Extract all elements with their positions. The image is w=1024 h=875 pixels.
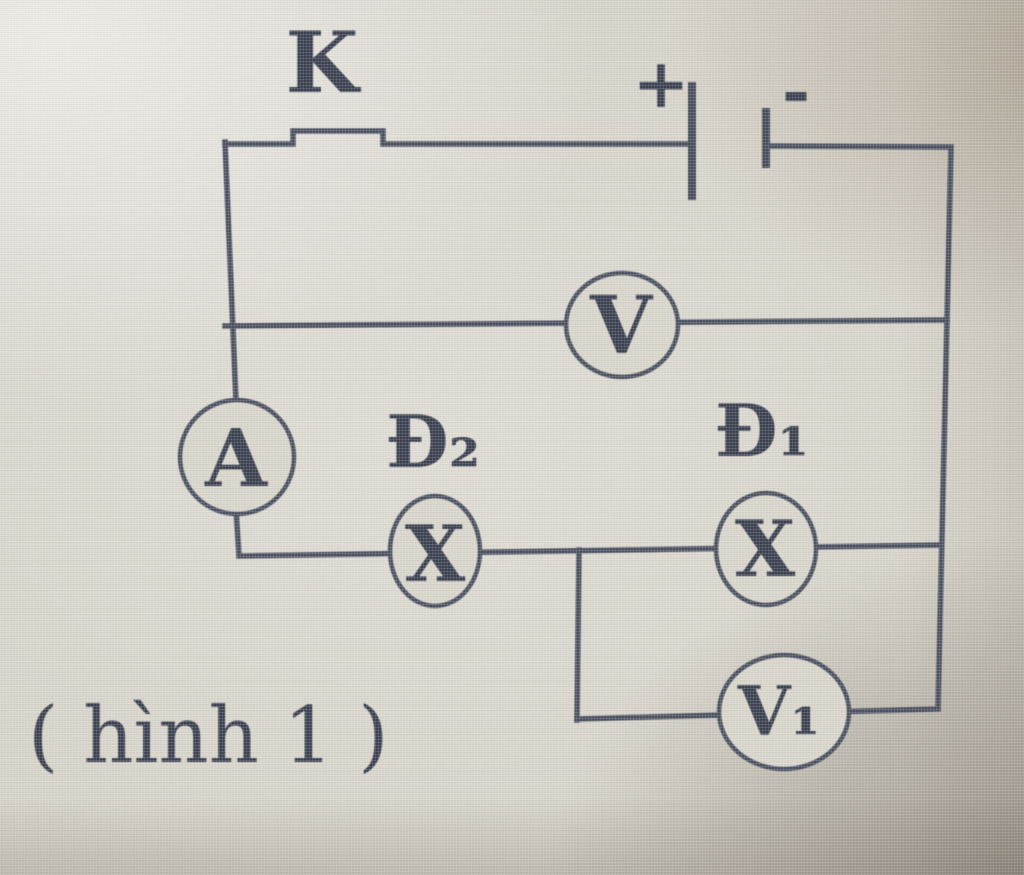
- lamp2-body: [387, 493, 483, 609]
- wire-left-vertical: [222, 139, 239, 404]
- lamp1-x-icon: X: [735, 504, 796, 595]
- figure-caption: ( hình 1 ): [28, 691, 389, 781]
- wire-junction-drop: [574, 547, 582, 723]
- wire-bottom-main: [236, 542, 944, 559]
- battery-plus-label: +: [633, 44, 690, 124]
- lamp2-x-icon: X: [405, 509, 466, 600]
- switch-label: K: [285, 13, 361, 112]
- voltmeter1-body: [716, 652, 852, 772]
- wire-top-with-switch: [222, 128, 691, 147]
- ammeter-body: [177, 397, 297, 517]
- lamp2-label: Đ₂: [386, 399, 480, 484]
- ammeter-letter: A: [204, 411, 268, 505]
- wire-ammeter-to-bottom: [233, 507, 242, 558]
- wire-top-right-and-right-side: [763, 143, 954, 711]
- voltmeter-main-body: [563, 270, 681, 380]
- lamp1-label: Đ₁: [715, 388, 809, 473]
- voltmeter-main-letter: V: [589, 278, 654, 372]
- voltmeter1-letter: V₁: [737, 672, 821, 752]
- lamp1-body: [713, 490, 819, 608]
- battery-minus-label: -: [782, 52, 810, 132]
